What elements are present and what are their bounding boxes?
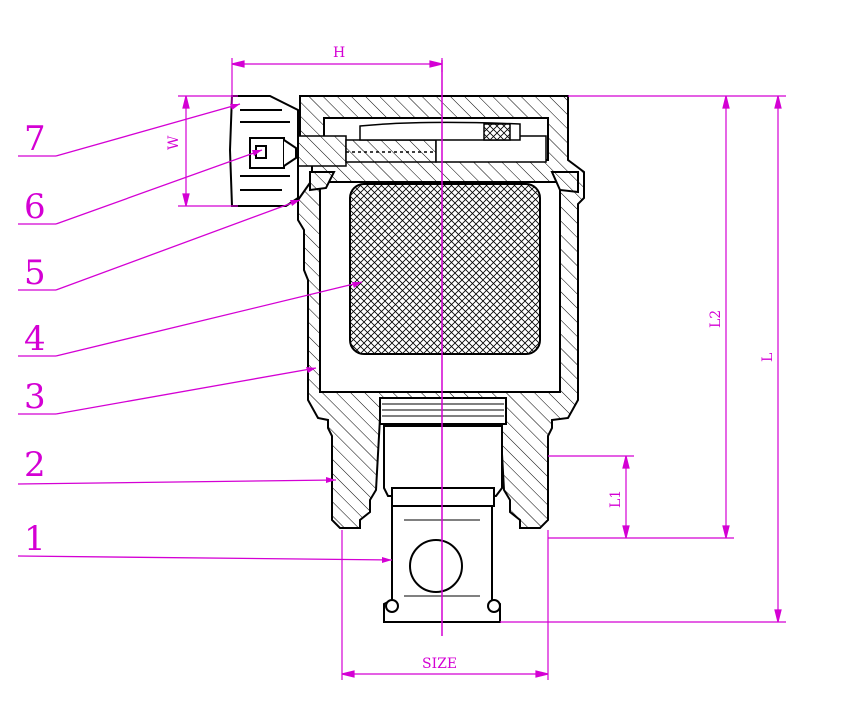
float	[349, 183, 541, 355]
dimension-label-size: SIZE	[422, 656, 457, 672]
cap-nut	[228, 95, 299, 207]
adjusting-screw	[291, 121, 547, 167]
callout-number: 3	[24, 377, 46, 417]
seal-washer	[309, 171, 579, 194]
callout-number: 5	[24, 253, 46, 293]
dimension-label-l2: L2	[708, 310, 724, 328]
leader-arrowheads	[230, 104, 392, 563]
dimension-label-l: L	[760, 353, 776, 362]
callout-number: 6	[24, 187, 46, 227]
dimension-label-l1: L1	[608, 490, 624, 508]
callout-number: 1	[24, 519, 46, 559]
leader-lines	[17, 103, 393, 561]
callout-number: 7	[24, 119, 46, 159]
dimension-lines	[178, 58, 786, 680]
dimension-label-h: H	[333, 45, 345, 61]
dimension-label-w: W	[166, 135, 182, 150]
callout-number: 4	[24, 319, 46, 359]
threaded-insert	[379, 397, 507, 507]
callout-number: 2	[24, 445, 46, 485]
